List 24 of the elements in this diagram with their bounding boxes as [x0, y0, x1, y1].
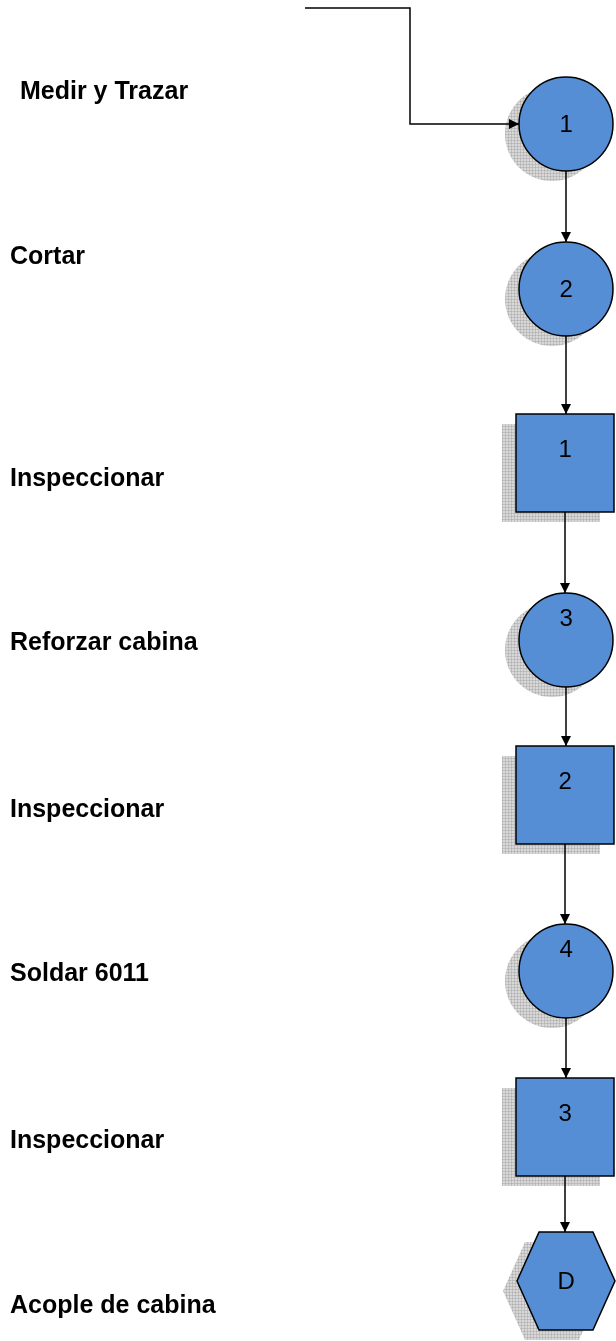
step-number: 3	[559, 605, 573, 631]
step-number: 1	[559, 111, 573, 137]
step-number: 2	[558, 768, 572, 794]
step-label: Inspeccionar	[10, 1124, 165, 1154]
arrow	[560, 511, 570, 594]
arrow	[561, 1017, 571, 1079]
arrow	[561, 170, 571, 243]
step-label: Inspeccionar	[10, 462, 165, 492]
step-number: 2	[559, 276, 573, 302]
arrow	[561, 686, 571, 747]
arrow	[560, 1175, 570, 1233]
step-label: Inspeccionar	[10, 793, 165, 823]
step-label: Cortar	[10, 240, 85, 270]
step-label: Soldar 6011	[10, 957, 149, 987]
step-number: 3	[558, 1100, 572, 1126]
arrow	[561, 335, 571, 415]
step-number: 1	[558, 436, 572, 462]
step-label: Reforzar cabina	[10, 626, 198, 656]
step-label: Acople de cabina	[10, 1289, 216, 1319]
step-number: 4	[559, 936, 573, 962]
arrow	[560, 843, 570, 925]
arrow	[304, 7, 520, 129]
step-label: Medir y Trazar	[20, 75, 189, 105]
step-number: D	[557, 1268, 575, 1294]
